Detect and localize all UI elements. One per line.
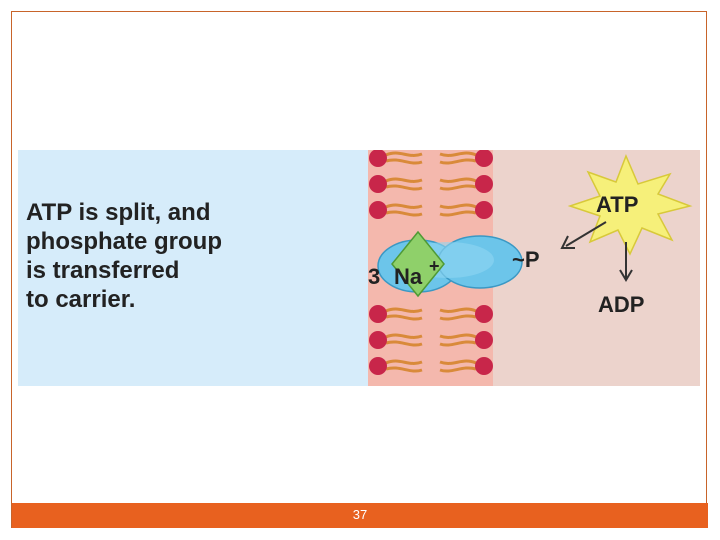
caption-line-2: phosphate group: [26, 228, 222, 255]
lipid-head: [369, 175, 387, 193]
lipid-tail: [385, 177, 423, 191]
lipid-head: [369, 150, 387, 167]
lipid-tail: [385, 151, 423, 165]
atp-starburst: [567, 154, 693, 256]
lipid-head: [369, 357, 387, 375]
lipid-tail: [439, 359, 477, 373]
lipid-tail: [439, 203, 477, 217]
lipid-head: [475, 150, 493, 167]
lipid-tail: [385, 307, 423, 321]
lipid-head: [369, 305, 387, 323]
lipid-head: [475, 331, 493, 349]
atp-label: ATP: [596, 192, 638, 217]
phosphate-label: ~P: [512, 247, 540, 272]
sodium-pump-figure: ATP is split, and phosphate group is tra…: [18, 150, 700, 386]
caption-line-3: is transferred: [26, 257, 179, 284]
slide-number: 37: [352, 507, 368, 522]
ion-charge-label: +: [429, 256, 440, 276]
transfer-arrow: [560, 221, 607, 249]
lipid-head: [475, 201, 493, 219]
hydrolysis-arrow: [619, 242, 633, 282]
caption-line-4: to carrier.: [26, 286, 135, 313]
caption-line-1: ATP is split, and: [26, 199, 210, 226]
lipid-tail: [439, 333, 477, 347]
sodium-binding-site: [391, 230, 445, 298]
lipid-tail: [439, 307, 477, 321]
lipid-head: [369, 331, 387, 349]
lipid-tail: [385, 359, 423, 373]
lipid-head: [369, 201, 387, 219]
lipid-tail: [385, 333, 423, 347]
lipid-head: [475, 357, 493, 375]
membrane-lipids: [369, 150, 493, 375]
ion-count-label: 3: [368, 264, 380, 289]
footer-bar: [12, 503, 708, 528]
lipid-head: [475, 305, 493, 323]
lipid-head: [475, 175, 493, 193]
lipid-tail: [439, 177, 477, 191]
lipid-tail: [385, 203, 423, 217]
ion-symbol-label: Na: [394, 264, 423, 289]
lipid-tail: [439, 151, 477, 165]
adp-label: ADP: [598, 292, 644, 317]
extracellular-region: [18, 150, 393, 386]
